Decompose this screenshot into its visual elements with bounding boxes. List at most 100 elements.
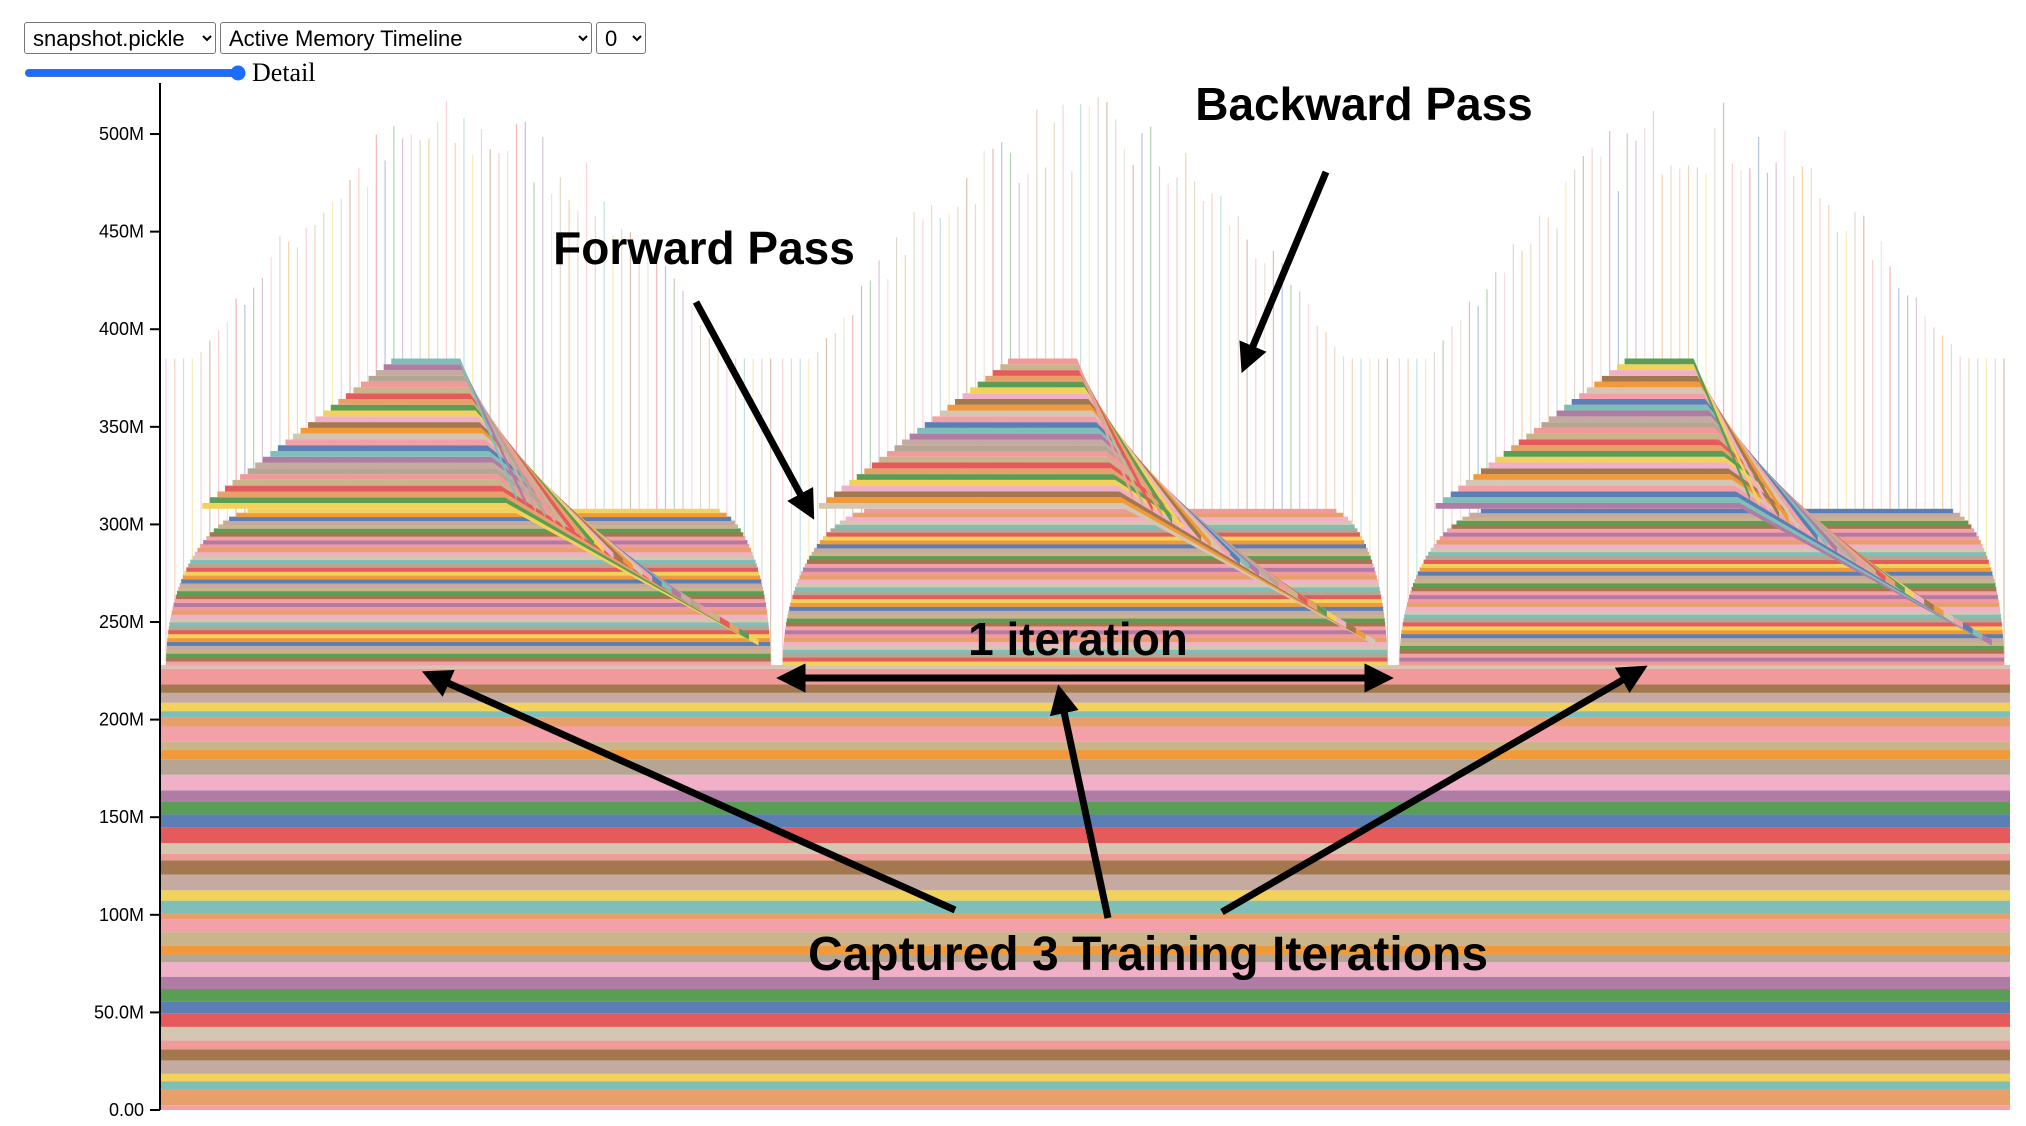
forward-layer bbox=[1402, 625, 2003, 631]
forward-layer bbox=[223, 520, 735, 525]
forward-layer bbox=[1462, 516, 1965, 522]
forward-layer bbox=[787, 614, 1385, 619]
detail-slider[interactable] bbox=[24, 65, 246, 81]
y-tick-label: 300M bbox=[99, 514, 144, 534]
forward-layer bbox=[166, 645, 771, 650]
baseline-band bbox=[160, 945, 2010, 955]
forward-layer bbox=[188, 563, 757, 568]
forward-layer bbox=[1443, 532, 1977, 537]
forward-layer bbox=[1407, 598, 1999, 603]
baseline-band bbox=[160, 827, 2010, 844]
forward-layer bbox=[186, 567, 758, 572]
forward-layer bbox=[1399, 645, 2004, 650]
forward-layer bbox=[802, 567, 1375, 572]
forward-layer bbox=[1439, 536, 1979, 541]
forward-layer bbox=[1451, 524, 1972, 529]
backward-pass-label: Backward Pass bbox=[1195, 78, 1533, 130]
forward-layer bbox=[793, 590, 1381, 596]
forward-layer bbox=[236, 512, 727, 518]
forward-layer bbox=[1469, 512, 1960, 518]
forward-layer bbox=[1404, 614, 2001, 619]
baseline-band bbox=[160, 853, 2010, 861]
forward-layer bbox=[1400, 637, 2004, 643]
baseline-band bbox=[160, 1060, 2010, 1074]
forward-layer bbox=[794, 586, 1380, 592]
forward-layer bbox=[190, 559, 756, 564]
baseline-band bbox=[160, 741, 2010, 751]
forward-layer bbox=[167, 633, 770, 639]
baseline-band bbox=[160, 774, 2010, 791]
forward-layer bbox=[1436, 540, 1981, 545]
y-tick-label: 0.00 bbox=[109, 1100, 144, 1120]
view-type-select[interactable]: Active Memory Timeline bbox=[220, 22, 592, 54]
forward-layer bbox=[182, 575, 761, 580]
forward-layer bbox=[179, 582, 763, 588]
forward-layer bbox=[792, 594, 1382, 600]
forward-layer bbox=[1421, 563, 1991, 568]
device-select[interactable]: 0 bbox=[596, 22, 646, 54]
forward-layer bbox=[819, 540, 1365, 545]
forward-layer bbox=[1402, 622, 2002, 627]
y-tick-label: 350M bbox=[99, 417, 144, 437]
forward-layer bbox=[791, 598, 1382, 603]
forward-layer bbox=[194, 551, 753, 557]
forward-layer bbox=[173, 602, 766, 607]
forward-layer bbox=[809, 555, 1371, 561]
forward-layer bbox=[166, 649, 771, 654]
forward-layer bbox=[175, 594, 765, 600]
baseline-band bbox=[160, 702, 2010, 712]
forward-layer bbox=[192, 555, 755, 561]
forward-layer bbox=[1416, 575, 1994, 580]
forward-layer bbox=[1400, 641, 2004, 646]
forward-layer bbox=[247, 508, 720, 514]
baseline-band bbox=[160, 726, 2010, 742]
forward-layer bbox=[796, 582, 1379, 588]
forward-layer bbox=[1480, 508, 1954, 514]
forward-layer bbox=[839, 520, 1352, 525]
forward-layer bbox=[783, 637, 1387, 643]
forward-layer bbox=[1399, 649, 2004, 654]
captured-arrow-middle bbox=[1049, 684, 1112, 919]
forward-layer bbox=[1401, 629, 2003, 635]
baseline-band bbox=[160, 1026, 2010, 1041]
forward-layer bbox=[1409, 594, 1998, 600]
baseline-band bbox=[160, 989, 2010, 1002]
annotations: Forward Pass Backward Pass 1 iteration C… bbox=[421, 78, 1648, 981]
baseline-band bbox=[160, 1040, 2010, 1050]
forward-layer bbox=[1410, 590, 1998, 596]
forward-layer bbox=[1423, 559, 1989, 564]
forward-layer bbox=[168, 625, 769, 631]
forward-layer bbox=[806, 559, 1373, 564]
baseline-band bbox=[160, 711, 2010, 718]
forward-layer bbox=[1447, 528, 1975, 533]
baseline-band bbox=[160, 962, 2010, 977]
forward-layer bbox=[786, 618, 1385, 623]
forward-layer bbox=[845, 516, 1348, 522]
forward-layer bbox=[801, 571, 1376, 576]
y-tick-label: 250M bbox=[99, 612, 144, 632]
forward-layer bbox=[166, 661, 771, 666]
y-tick-label: 400M bbox=[99, 319, 144, 339]
forward-layer bbox=[814, 547, 1368, 553]
forward-layer bbox=[200, 543, 750, 549]
forward-layer bbox=[790, 602, 1383, 607]
forward-layer bbox=[782, 653, 1388, 658]
forward-layer bbox=[1406, 602, 2000, 607]
forward-layer bbox=[1417, 571, 1993, 576]
forward-layer bbox=[834, 524, 1355, 529]
one-iteration-label: 1 iteration bbox=[968, 613, 1188, 665]
baseline-band bbox=[160, 976, 2010, 990]
forward-layer bbox=[1405, 606, 2000, 611]
forward-layer bbox=[176, 590, 764, 596]
baseline-band bbox=[160, 664, 2010, 669]
y-axis: 0.0050.0M100M150M200M250M300M350M400M450… bbox=[94, 83, 161, 1120]
forward-layer bbox=[229, 516, 732, 522]
forward-layer bbox=[864, 508, 1337, 514]
baseline-band bbox=[160, 1073, 2010, 1082]
forward-layer bbox=[1403, 618, 2002, 623]
snapshot-file-select[interactable]: snapshot.pickle bbox=[24, 22, 216, 54]
forward-layer bbox=[1411, 586, 1997, 592]
forward-layer bbox=[1399, 653, 2004, 658]
forward-layer bbox=[170, 614, 768, 619]
